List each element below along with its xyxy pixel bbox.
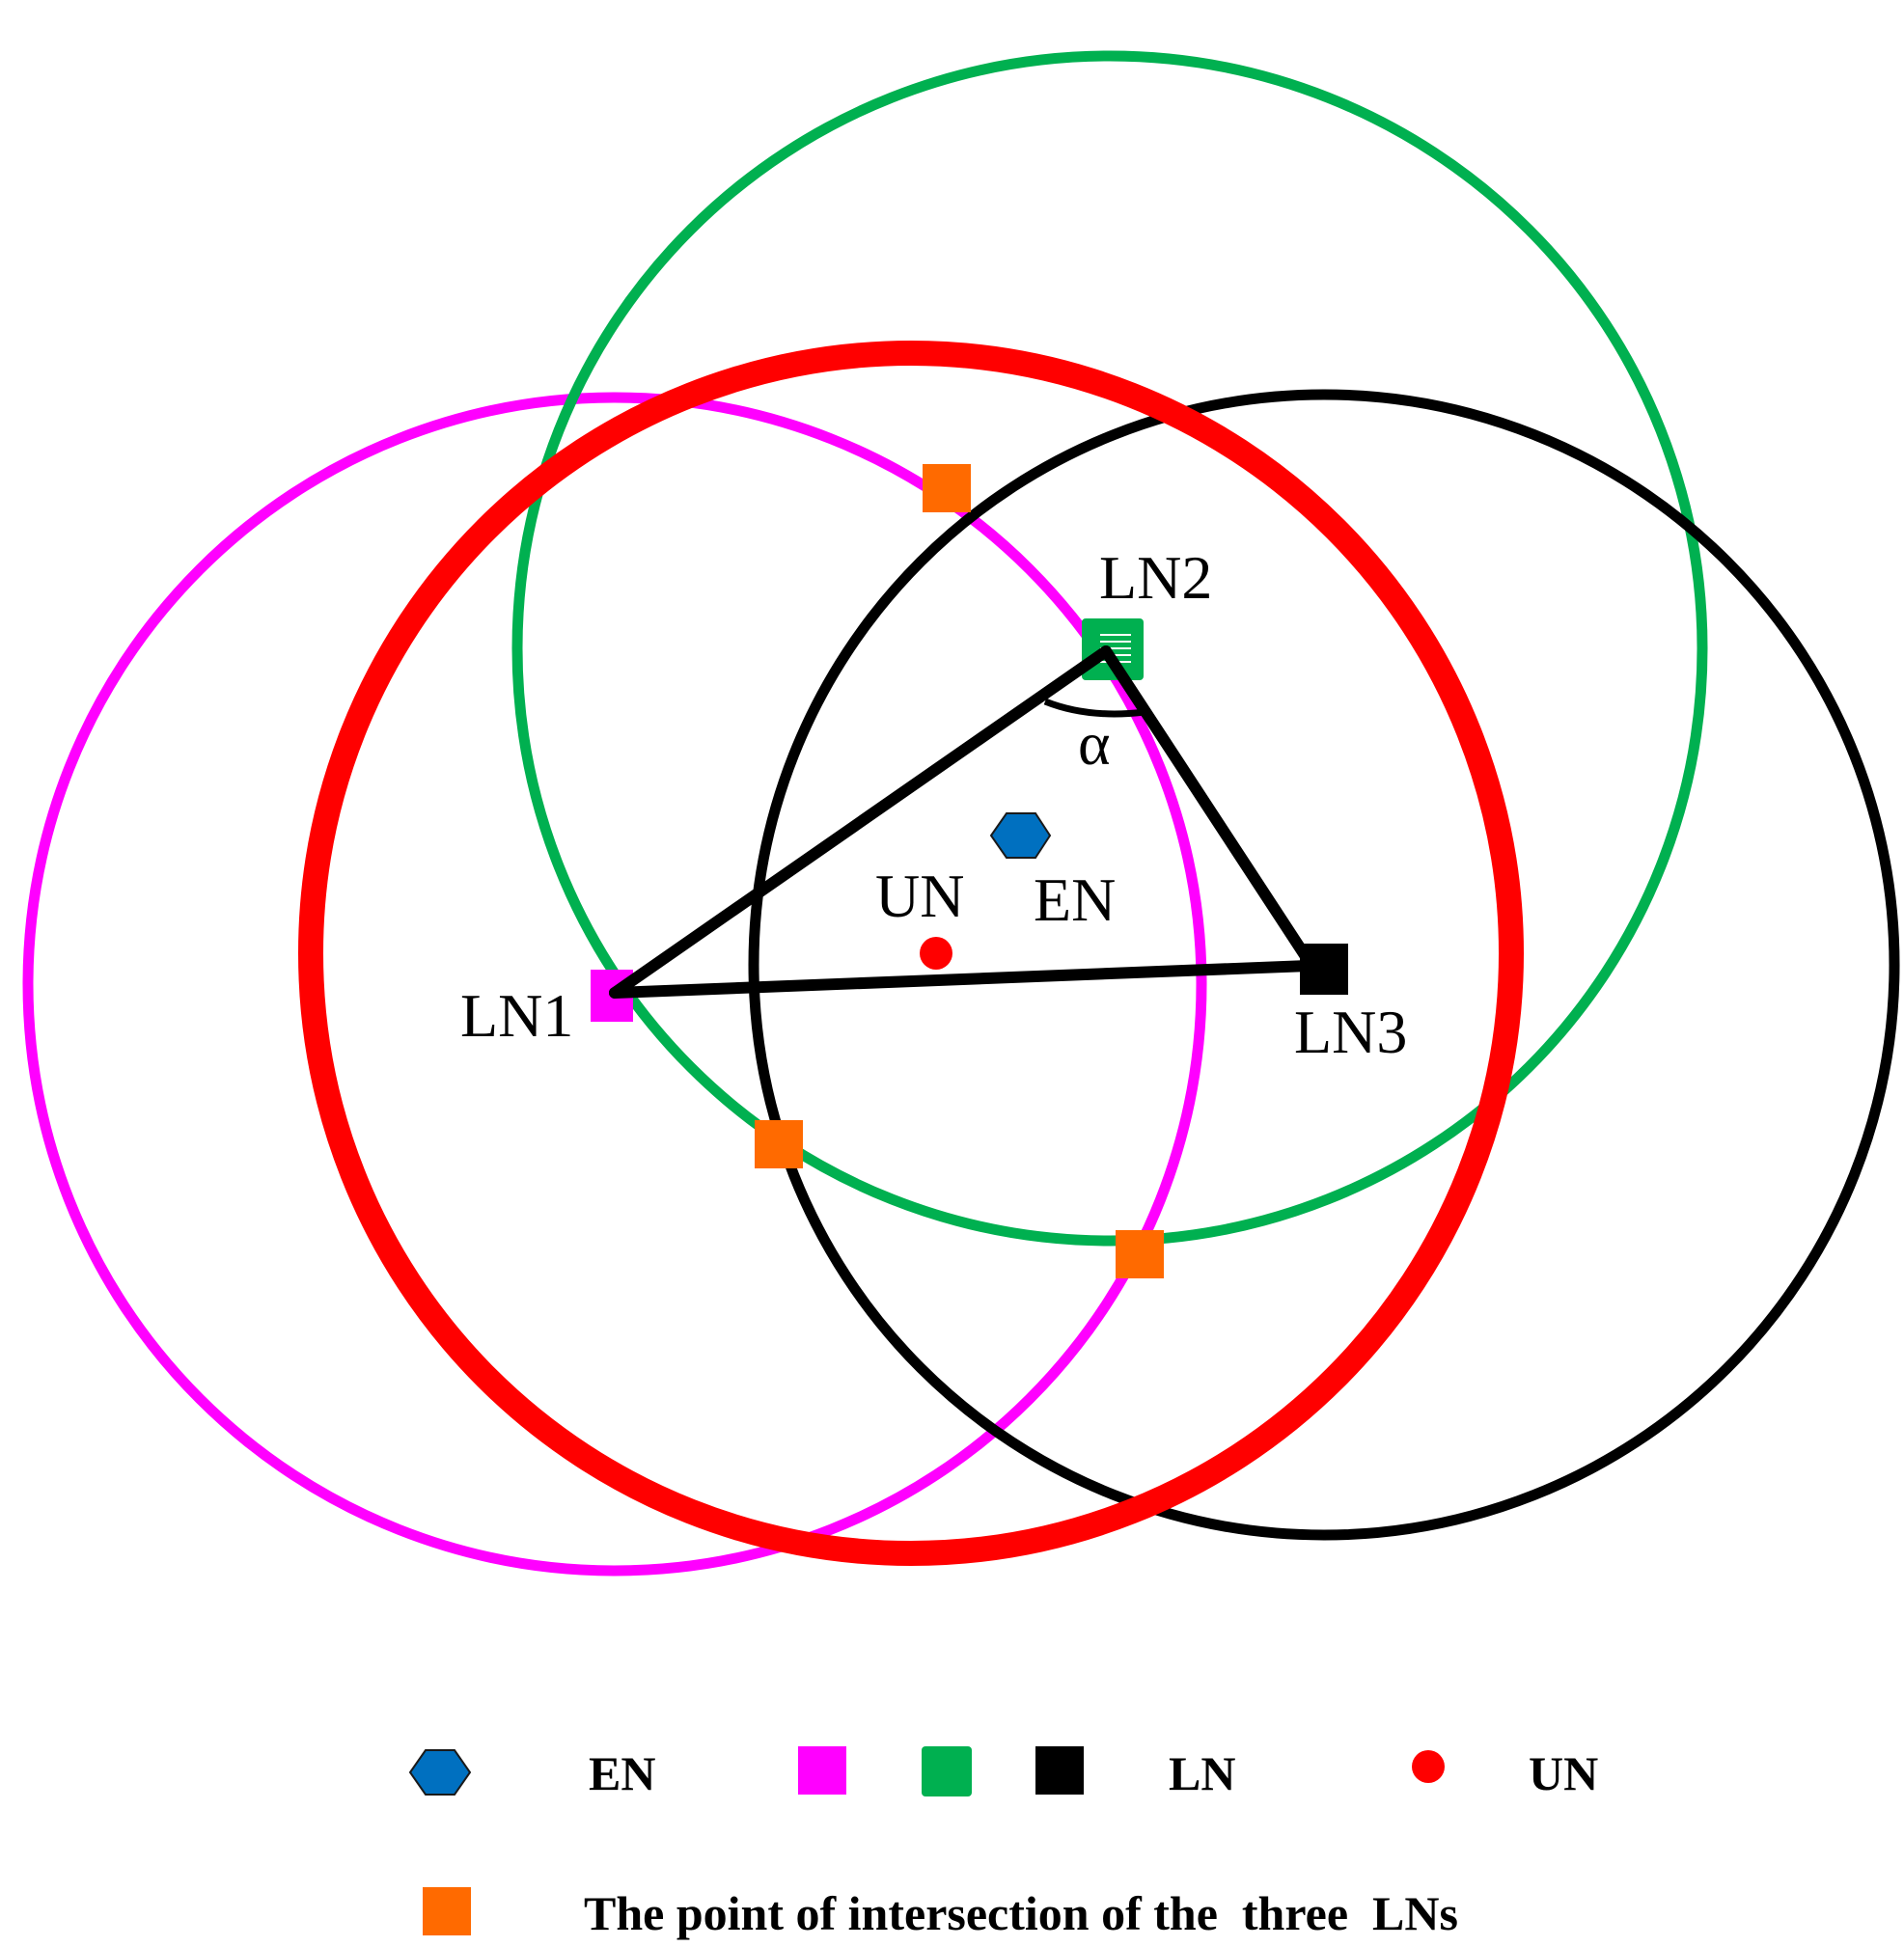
legend-un-label: UN bbox=[1529, 1746, 1598, 1800]
ln-triangle bbox=[609, 645, 1314, 999]
legend-ln2-icon bbox=[922, 1746, 972, 1796]
en-label: EN bbox=[1034, 865, 1116, 934]
legend-un-icon bbox=[1412, 1750, 1445, 1783]
legend-en-label: EN bbox=[589, 1746, 655, 1800]
legend-intersection-icon bbox=[423, 1887, 471, 1935]
intersection-point bbox=[755, 1120, 803, 1168]
un-label: UN bbox=[875, 862, 964, 930]
alpha-angle-arc bbox=[1043, 698, 1145, 718]
un-dot bbox=[920, 937, 952, 970]
ln3-label: LN3 bbox=[1294, 998, 1407, 1066]
legend: EN LN UN The point of intersection of th… bbox=[408, 1746, 1598, 1940]
legend-en-icon bbox=[408, 1749, 472, 1796]
alpha-label: α bbox=[1078, 709, 1111, 778]
legend-ln1-icon bbox=[798, 1746, 846, 1795]
legend-ln3-icon bbox=[1035, 1746, 1084, 1795]
ln3-range-circle bbox=[748, 389, 1900, 1541]
intersection-point bbox=[923, 464, 971, 512]
legend-ln-label: LN bbox=[1169, 1746, 1235, 1800]
ln1-range-circle bbox=[22, 392, 1207, 1577]
ln2-range-circle bbox=[511, 50, 1708, 1247]
intersection-point bbox=[1116, 1230, 1164, 1278]
ln2-label: LN2 bbox=[1099, 543, 1212, 612]
en-hexagon bbox=[989, 812, 1052, 859]
un-estimate-circle bbox=[298, 341, 1524, 1566]
ln1-label: LN1 bbox=[460, 981, 573, 1050]
legend-intersection-label: The point of intersection of the three L… bbox=[584, 1886, 1458, 1940]
